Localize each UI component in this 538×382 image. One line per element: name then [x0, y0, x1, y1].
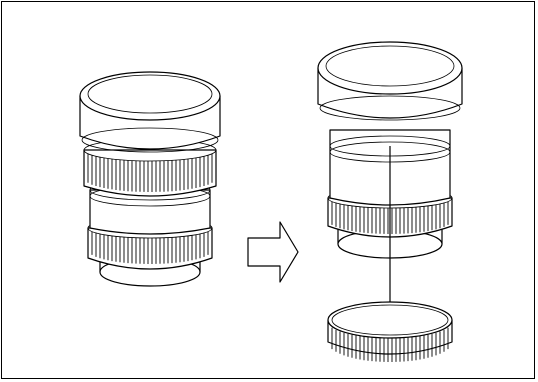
lens-assembled [79, 71, 221, 287]
hollow-right-arrow-icon [247, 221, 299, 283]
upper-zoom-ring-knurl [87, 153, 213, 192]
lower-focus-ring-knurl [91, 231, 209, 264]
right-focus-ring-knurl [331, 201, 449, 234]
cap-knurl [331, 327, 449, 362]
detached-lens-cap [327, 301, 453, 362]
lens-cap-removed [317, 41, 463, 259]
